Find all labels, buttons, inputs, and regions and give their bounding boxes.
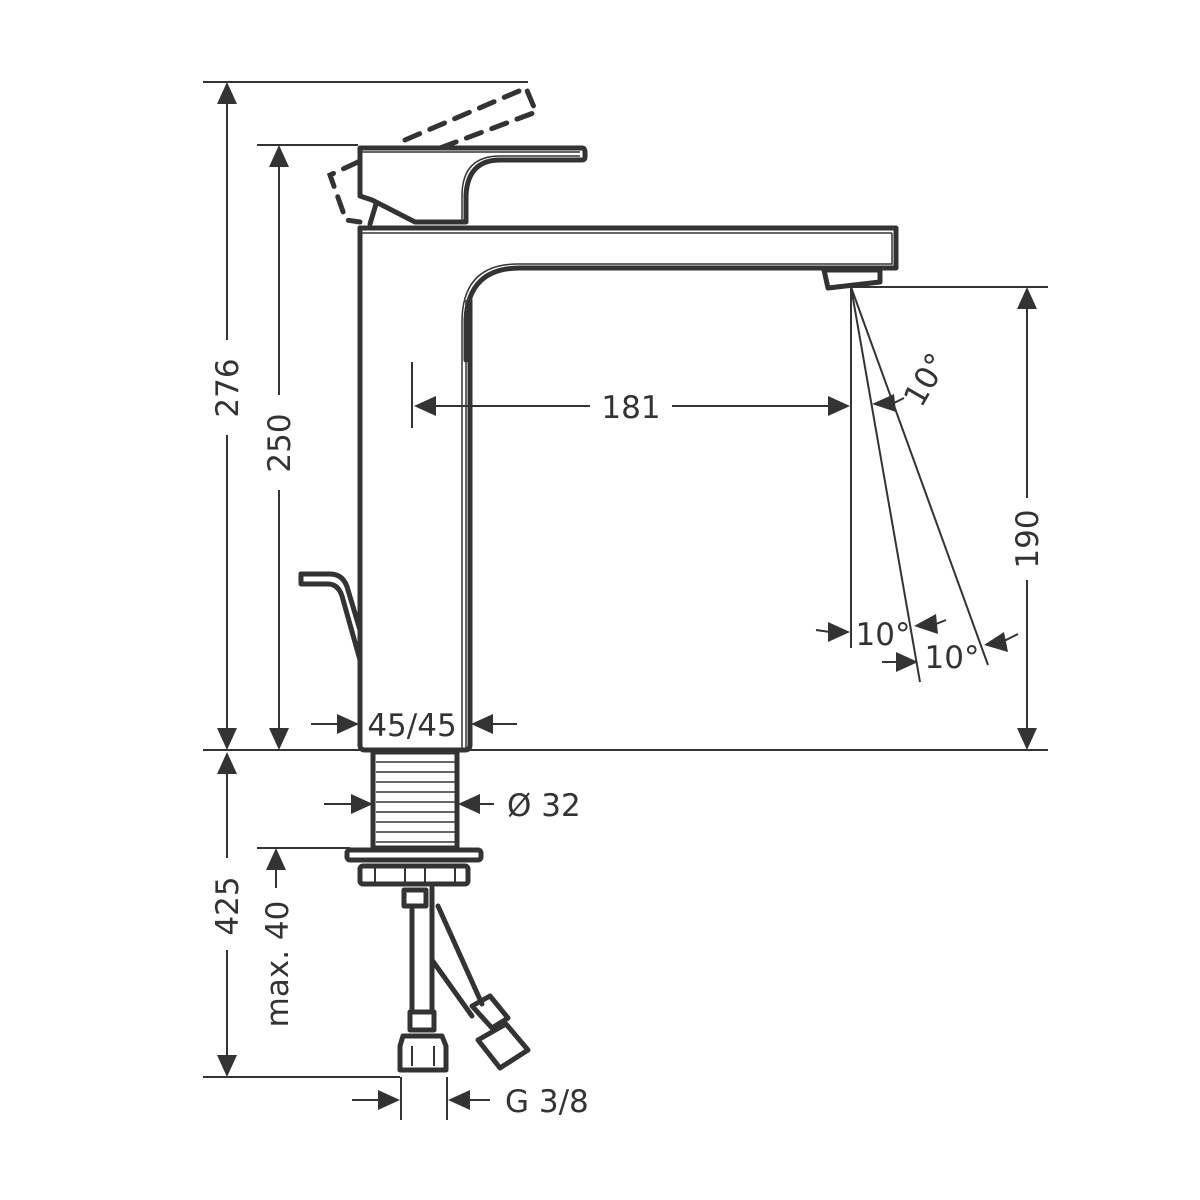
extension-lines xyxy=(203,81,1048,1120)
popup-rod xyxy=(298,571,363,663)
dim-250-label: 250 xyxy=(262,413,298,472)
dimension-max-40: max. 40 xyxy=(260,848,296,1027)
dim-425-label: 425 xyxy=(210,876,246,935)
dimension-425: 425 xyxy=(210,752,246,1077)
dim-max-40-label: max. 40 xyxy=(260,901,296,1028)
shank-assembly xyxy=(344,749,531,1073)
spray-angle-dimensions: 10° 10° 10° xyxy=(815,347,1019,676)
lever-handle xyxy=(357,145,588,227)
lever-open-position xyxy=(326,84,540,225)
dimension-250: 250 xyxy=(262,145,298,750)
dimension-276: 276 xyxy=(210,82,246,750)
dimension-shank-diameter: Ø 32 xyxy=(324,788,581,824)
dim-181-label: 181 xyxy=(601,390,660,426)
spray-angle-bottom-right-label: 10° xyxy=(925,640,980,676)
dimension-181: 181 xyxy=(414,390,850,426)
dim-shank-diameter-label: Ø 32 xyxy=(507,788,581,824)
dimension-190: 190 xyxy=(1010,287,1046,750)
spray-angle-top-label: 10° xyxy=(897,347,956,413)
dim-190-label: 190 xyxy=(1010,509,1046,568)
spray-angle-bottom-left-label: 10° xyxy=(856,617,911,653)
dim-g38-label: G 3/8 xyxy=(505,1084,589,1120)
dim-45-45-label: 45/45 xyxy=(367,708,456,744)
dimension-g38: G 3/8 xyxy=(352,1084,589,1120)
dim-276-label: 276 xyxy=(210,358,246,417)
dimension-45-45: 45/45 xyxy=(311,708,517,744)
faucet-body xyxy=(357,225,899,753)
